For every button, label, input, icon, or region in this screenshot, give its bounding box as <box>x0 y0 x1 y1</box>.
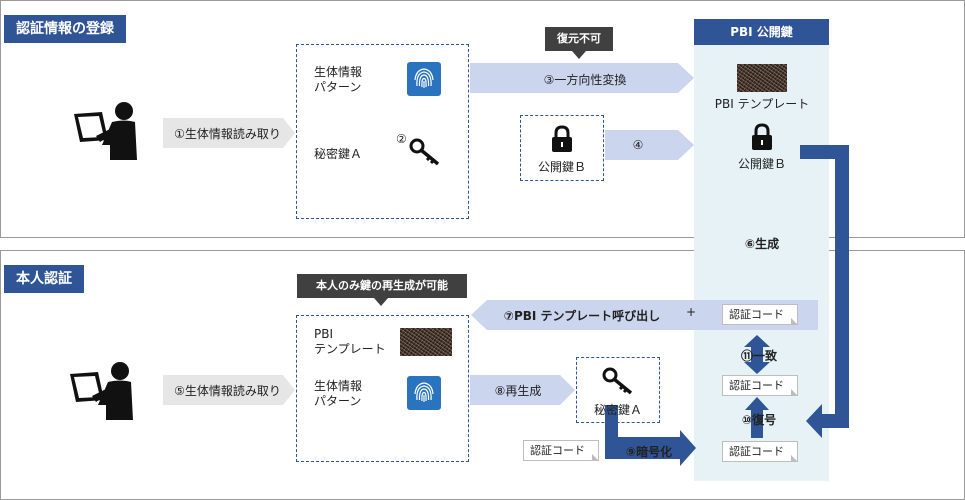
key-icon-auth <box>602 367 633 395</box>
biometric-pattern-label: 生体情報 パターン <box>314 65 363 94</box>
irreversible-pointer <box>572 51 586 59</box>
pbi-panel-title: PBI 公開鍵 <box>694 19 829 45</box>
regen-note-label: 本人のみ鍵の再生成が可能 <box>297 274 467 298</box>
auth-code-decrypted-label: 認証コード <box>729 445 784 458</box>
step4-label: ④ <box>632 138 644 152</box>
registration-input-box <box>296 44 469 219</box>
pbi-template-label: PBI テンプレート <box>714 97 810 111</box>
step11-label: ⑪一致 <box>740 349 777 363</box>
pbi-template-image <box>737 64 787 92</box>
step3-arrow <box>470 63 694 93</box>
step9-arrow <box>605 405 696 466</box>
person-tablet-icon-auth <box>70 362 133 420</box>
step10-arrow <box>745 397 769 438</box>
auth-code-match: 認証コード <box>722 375 798 396</box>
irreversible-label: 復元不可 <box>545 27 613 51</box>
key-icon <box>409 138 440 166</box>
auth-code-match-label: 認証コード <box>729 379 784 392</box>
plus-sign: + <box>685 305 697 319</box>
pbi-template-auth-image <box>400 328 452 356</box>
step2-label: ② <box>396 132 407 146</box>
secret-key-a-regen-box <box>576 357 660 423</box>
step8-arrow <box>470 375 575 405</box>
public-key-b-box <box>520 115 604 181</box>
step7-label: ⑦PBI テンプレート呼び出し <box>503 309 661 323</box>
secret-key-a-auth-label: 秘密鍵Ａ <box>593 403 642 417</box>
authentication-title: 本人認証 <box>4 265 84 293</box>
auth-code-left-label: 認証コード <box>530 444 585 457</box>
auth-input-box <box>296 315 469 462</box>
step6-arrow <box>800 145 849 438</box>
secret-key-a-label: 秘密鍵Ａ <box>314 147 363 161</box>
padlock-icon <box>552 125 572 152</box>
public-key-b-label: 公開鍵Ｂ <box>537 160 586 174</box>
person-tablet-icon <box>74 102 137 160</box>
step6-label: ⑥生成 <box>744 237 780 251</box>
biometric-pattern-auth-label: 生体情報 パターン <box>314 379 363 408</box>
auth-code-recall-label: 認証コード <box>729 308 784 321</box>
fingerprint-icon-auth <box>407 376 441 410</box>
step9-label: ⑨暗号化 <box>625 445 673 459</box>
regen-note-pointer <box>374 298 388 306</box>
step11-arrow <box>744 335 770 374</box>
fingerprint-icon <box>407 62 441 96</box>
padlock-icon-pbi <box>752 123 772 150</box>
auth-code-recall: 認証コード <box>722 304 798 325</box>
step10-label: ⑩復号 <box>741 413 777 427</box>
auth-code-left: 認証コード <box>523 440 599 461</box>
public-key-b-pbi-label: 公開鍵Ｂ <box>737 157 786 171</box>
step8-label: ⑧再生成 <box>494 384 542 398</box>
step1-label: ①生体情報読み取り <box>174 127 281 141</box>
step5-arrow <box>163 375 295 405</box>
step5-label: ⑤生体情報読み取り <box>174 384 281 398</box>
auth-code-decrypted: 認証コード <box>722 441 798 462</box>
step4-arrow <box>605 130 694 160</box>
step1-arrow <box>163 118 295 148</box>
registration-title: 認証情報の登録 <box>4 15 126 43</box>
pbi-template-auth-label: PBI テンプレート <box>314 327 386 356</box>
step3-label: ③一方向性変換 <box>543 73 627 87</box>
